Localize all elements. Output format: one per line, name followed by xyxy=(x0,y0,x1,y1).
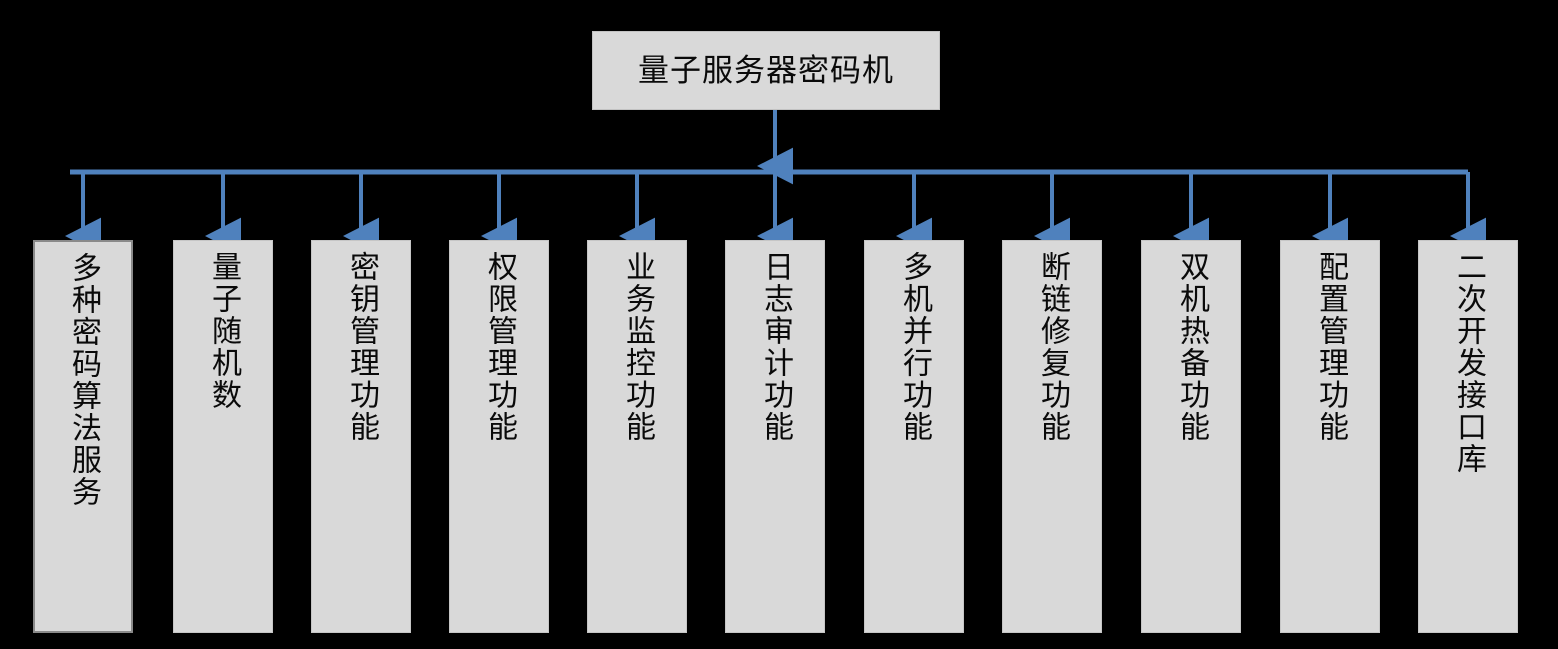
leaf-node-5[interactable]: 业务监控功能 xyxy=(587,240,687,633)
branch-arrow-group xyxy=(65,172,1486,255)
leaf-node-11[interactable]: 二次开发接口库 xyxy=(1418,240,1518,633)
leaf-node-label-4: 权限管理功能 xyxy=(482,251,516,443)
leaf-node-1[interactable]: 多种密码算法服务 xyxy=(33,240,133,633)
leaf-node-2[interactable]: 量子随机数 xyxy=(173,240,273,633)
leaf-node-label-10: 配置管理功能 xyxy=(1313,251,1347,443)
leaf-node-label-6: 日志审计功能 xyxy=(758,251,792,443)
root-node-quantum-server-crypto-machine[interactable]: 量子服务器密码机 xyxy=(592,31,940,110)
leaf-node-label-2: 量子随机数 xyxy=(206,251,240,411)
leaf-node-8[interactable]: 断链修复功能 xyxy=(1002,240,1102,633)
leaf-node-7[interactable]: 多机并行功能 xyxy=(864,240,964,633)
leaf-node-label-3: 密钥管理功能 xyxy=(344,251,378,443)
root-node-label: 量子服务器密码机 xyxy=(638,53,894,88)
leaf-node-label-8: 断链修复功能 xyxy=(1035,251,1069,443)
leaf-node-10[interactable]: 配置管理功能 xyxy=(1280,240,1380,633)
leaf-node-4[interactable]: 权限管理功能 xyxy=(449,240,549,633)
leaf-node-9[interactable]: 双机热备功能 xyxy=(1141,240,1241,633)
leaf-node-label-11: 二次开发接口库 xyxy=(1451,251,1485,475)
leaf-node-label-5: 业务监控功能 xyxy=(620,251,654,443)
leaf-node-row: 多种密码算法服务 量子随机数 密钥管理功能 权限管理功能 业务监控功能 日志审计功能 多机并… xyxy=(0,240,1558,633)
leaf-node-label-7: 多机并行功能 xyxy=(897,251,931,443)
leaf-node-label-1: 多种密码算法服务 xyxy=(66,252,100,508)
leaf-node-3[interactable]: 密钥管理功能 xyxy=(311,240,411,633)
leaf-node-label-9: 双机热备功能 xyxy=(1174,251,1208,443)
leaf-node-6[interactable]: 日志审计功能 xyxy=(725,240,825,633)
